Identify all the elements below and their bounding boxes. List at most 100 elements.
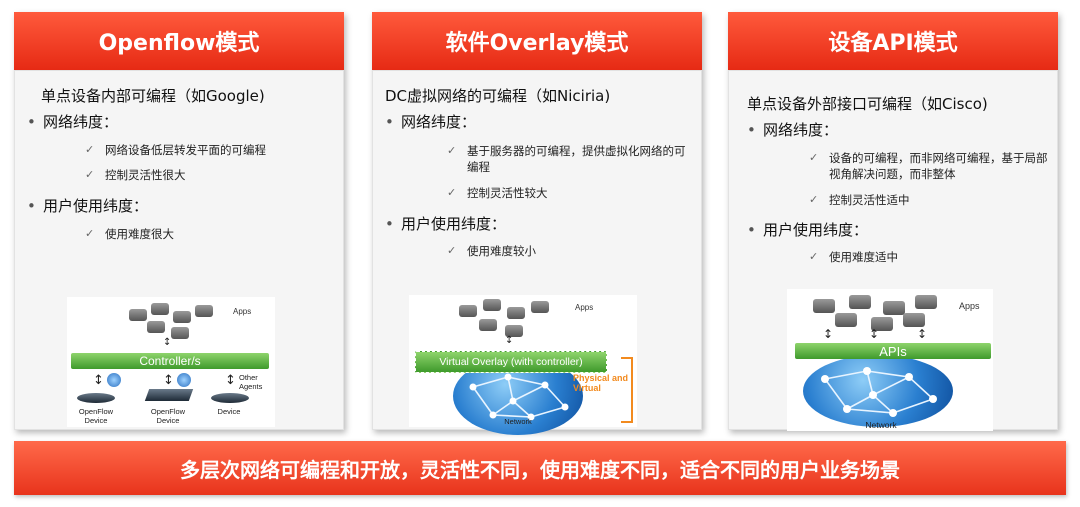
sub-item: ✓ 设备的可编程，而非网络可编程，基于局部视角解决问题，而非整体 (809, 150, 1049, 182)
card-title: 设备API模式 (728, 12, 1058, 70)
orange-bracket-bottom (621, 421, 633, 423)
card-title: Openflow模式 (14, 12, 344, 70)
updown-arrow-icon: ↕ (93, 373, 104, 388)
app-icon (147, 321, 165, 333)
app-icon (915, 295, 937, 309)
network-globe-icon (803, 355, 953, 427)
check-icon: ✓ (447, 186, 457, 199)
sub-text: 控制灵活性适中 (829, 193, 910, 207)
sub-text: 网络设备低层转发平面的可编程 (105, 143, 266, 157)
app-icon (531, 301, 549, 313)
app-icon (195, 305, 213, 317)
bullet-label: 网络纬度： (763, 121, 839, 139)
bullet-dot: • (385, 215, 394, 233)
app-icon (813, 299, 835, 313)
bullet-user: •用户使用纬度： (747, 219, 868, 240)
updown-arrow-icon: ↕ (505, 335, 514, 346)
app-icon (903, 313, 925, 327)
sub-item: ✓ 使用难度适中 (809, 249, 1049, 265)
sub-text: 基于服务器的可编程，提供虚拟化网络的可编程 (467, 144, 686, 174)
bullet-user: • 用户使用纬度： (27, 195, 148, 216)
globe-icon (177, 373, 191, 387)
other-agents-label: Other Agents (239, 373, 263, 391)
globe-icon (107, 373, 121, 387)
app-icon (849, 295, 871, 309)
device-label: OpenFlow Device (78, 407, 114, 425)
bullet-dot: • (27, 197, 36, 215)
app-icon (129, 309, 147, 321)
app-icon (483, 299, 501, 311)
app-icon (479, 319, 497, 331)
check-icon: ✓ (447, 244, 457, 257)
bullet-label: 用户使用纬度： (43, 197, 149, 215)
check-icon: ✓ (85, 227, 95, 240)
updown-arrow-icon: ↕ (823, 327, 834, 341)
sub-item: ✓ 使用难度较小 (447, 243, 693, 259)
card-intro: 单点设备内部可编程（如Google) (41, 87, 265, 105)
app-icon (151, 303, 169, 315)
network-label: Network (865, 420, 897, 430)
sub-item: ✓ 使用难度很大 (85, 226, 325, 242)
network-label: Network (504, 417, 532, 426)
overlay-figure: Apps ↕ V (409, 295, 637, 435)
app-icon (459, 305, 477, 317)
physical-virtual-label: Physical and Virtual (573, 373, 629, 393)
bullet-user: • 用户使用纬度： (385, 213, 506, 234)
apps-label: Apps (575, 303, 594, 312)
updown-arrow-icon: ↕ (869, 327, 880, 341)
app-icon (505, 325, 523, 337)
card-title: 软件Overlay模式 (372, 12, 702, 70)
check-icon: ✓ (809, 250, 819, 263)
card-body: 单点设备外部接口可编程（如Cisco) •网络纬度： ✓ 设备的可编程，而非网络可… (728, 70, 1058, 431)
sub-text: 使用难度适中 (829, 250, 898, 264)
api-figure: Apps ↕ ↕ ↕ (787, 289, 993, 431)
sub-item: ✓ 控制灵活性适中 (809, 192, 1049, 208)
updown-arrow-icon: ↕ (163, 337, 172, 348)
sub-item: ✓ 基于服务器的可编程，提供虚拟化网络的可编程 (447, 143, 693, 175)
openflow-figure: Apps ↕ Controller/s ↕ ↕ ↕ Other Agents O… (67, 297, 275, 427)
card-software-overlay: 软件Overlay模式 DC虚拟网络的可编程（如Niciria) •网络纬度： … (372, 12, 702, 435)
switch-icon (144, 389, 194, 401)
device-label: Device (217, 407, 241, 416)
bullet-network: •网络纬度： (385, 111, 476, 132)
network-mesh (469, 373, 569, 421)
card-intro: 单点设备外部接口可编程（如Cisco) (747, 95, 988, 113)
sub-text: 使用难度很大 (105, 227, 174, 241)
controller-bar: Controller/s (71, 353, 269, 369)
bullet-label: 网络纬度： (43, 113, 119, 131)
card-intro: DC虚拟网络的可编程（如Niciria) (385, 87, 611, 105)
check-icon: ✓ (85, 168, 95, 181)
sub-text: 设备的可编程，而非网络可编程，基于局部视角解决问题，而非整体 (829, 151, 1048, 181)
app-icon (871, 317, 893, 331)
app-icon (173, 311, 191, 323)
card-body: 单点设备内部可编程（如Google) •网络纬度： ✓网络设备低层转发平面的可编… (14, 70, 344, 430)
apis-bar: APIs (795, 343, 991, 359)
check-icon: ✓ (809, 151, 819, 164)
bullet-network: • 网络纬度： (27, 111, 118, 132)
bullet-network: •网络纬度： (747, 119, 838, 140)
card-body: DC虚拟网络的可编程（如Niciria) •网络纬度： ✓ 基于服务器的可编程，提… (372, 70, 702, 435)
device-label: OpenFlow Device (150, 407, 186, 425)
check-icon: ✓ (809, 193, 819, 206)
updown-arrow-icon: ↕ (917, 327, 928, 341)
router-icon (77, 393, 115, 403)
apps-label: Apps (959, 301, 980, 311)
card-openflow: Openflow模式 单点设备内部可编程（如Google) •网络纬度： ✓网络… (14, 12, 344, 430)
apps-label: Apps (233, 307, 252, 316)
bullet-label: 用户使用纬度： (763, 221, 869, 239)
bullet-dot: • (27, 113, 36, 131)
network-mesh (821, 367, 937, 417)
bullet-label: 用户使用纬度： (401, 215, 507, 233)
sub-item: ✓控制灵活性较大 (447, 185, 693, 201)
sub-item: ✓控制灵活性很大 (85, 167, 325, 183)
check-icon: ✓ (447, 144, 457, 157)
app-icon (507, 307, 525, 319)
app-icon (835, 313, 857, 327)
app-icon (171, 327, 189, 339)
sub-item: ✓网络设备低层转发平面的可编程 (85, 142, 325, 158)
orange-bracket-top (621, 357, 633, 359)
updown-arrow-icon: ↕ (163, 373, 174, 388)
virtual-overlay-bar: Virtual Overlay (with controller) (415, 351, 607, 373)
summary-banner: 多层次网络可编程和开放，灵活性不同，使用难度不同，适合不同的用户业务场景 (14, 441, 1066, 495)
sub-text: 使用难度较小 (467, 244, 536, 258)
